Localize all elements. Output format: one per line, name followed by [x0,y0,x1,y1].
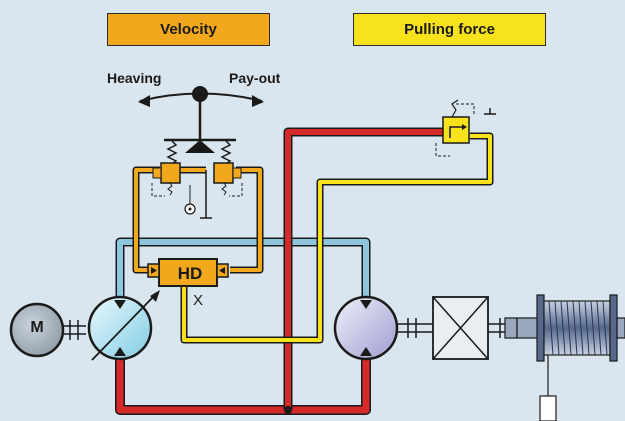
x-port-label: X [193,292,204,309]
control-lever [138,86,264,153]
hd-label: HD [177,264,203,283]
motor-label: M [30,319,44,336]
hd-control-block [147,258,229,287]
pilot-valve-left [151,162,181,197]
pressure-line [115,127,443,415]
hydraulic-motor [333,295,433,361]
pulling-force-label: Pulling force [353,13,546,46]
pilot-valve-right [213,162,243,197]
control-line [132,166,264,274]
velocity-label: Velocity [107,13,270,46]
payout-label: Pay-out [229,70,281,86]
spring [166,140,232,165]
junction-dot [284,406,292,414]
return-line [115,237,371,300]
heaving-label: Heaving [107,70,162,86]
pressure-relief-valve [435,99,496,157]
pilot-line [180,132,494,344]
tank-connection [184,170,212,219]
electric-motor [9,302,86,358]
gearbox [432,296,520,360]
winch-drum [516,294,625,421]
variable-pump [87,290,160,361]
